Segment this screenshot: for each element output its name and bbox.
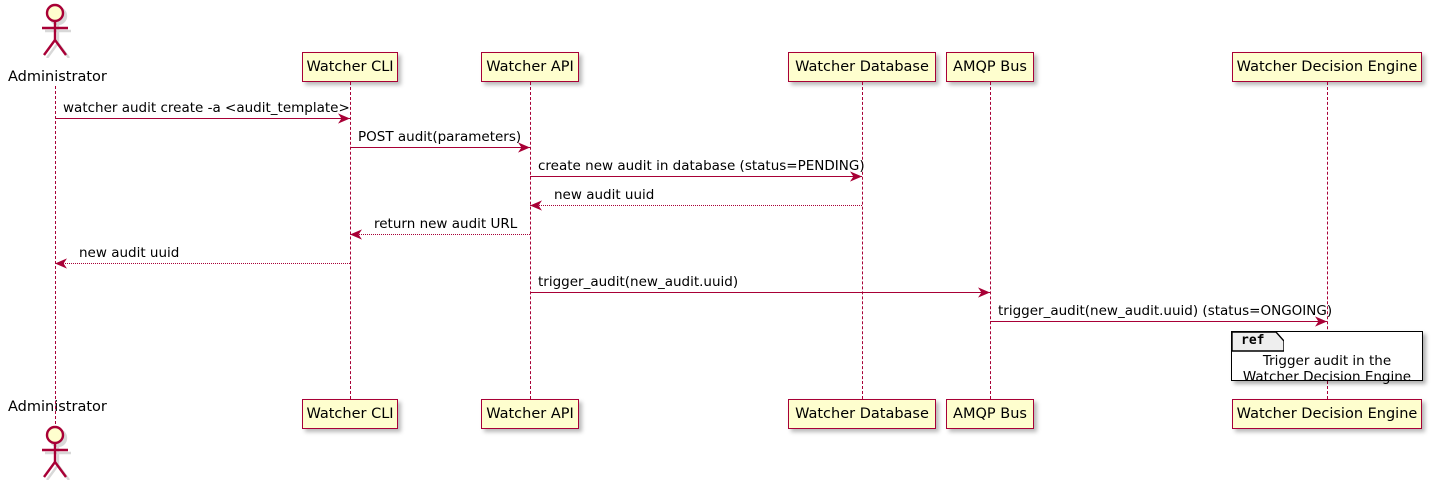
fragment-ref-tab-label: ref [1241, 333, 1265, 348]
message-line [350, 147, 530, 148]
actor-label-top: Administrator [8, 69, 107, 85]
message-line [55, 263, 350, 264]
participant-cli-top[interactable]: Watcher CLI [302, 52, 398, 82]
arrow-head-left [530, 200, 542, 211]
fragment-ref-tab: ref [1232, 332, 1284, 352]
participant-label: Watcher CLI [306, 405, 394, 422]
actor-administrator-bottom [32, 424, 78, 480]
participant-label: AMQP Bus [953, 58, 1027, 75]
arrow-head-right [518, 142, 530, 153]
participant-amqp-bottom[interactable]: AMQP Bus [946, 399, 1034, 429]
message-line [530, 205, 862, 206]
participant-label: Watcher CLI [306, 58, 394, 75]
message-line [350, 234, 530, 235]
arrow-head-right [338, 113, 350, 124]
message-label: new audit uuid [554, 186, 655, 203]
message-label: POST audit(parameters) [358, 128, 522, 145]
arrow-head-left [55, 258, 67, 269]
participant-api-bottom[interactable]: Watcher API [481, 399, 579, 429]
message-label: create new audit in database (status=PEN… [538, 157, 865, 174]
message-label: trigger_audit(new_audit.uuid) [538, 273, 739, 290]
participant-label: AMQP Bus [953, 405, 1027, 422]
participant-label: Watcher Decision Engine [1236, 58, 1418, 75]
fragment-ref-line-2: Watcher Decision Engine [1242, 369, 1412, 385]
message-label: trigger_audit(new_audit.uuid) (status=ON… [998, 302, 1333, 319]
participant-amqp-top[interactable]: AMQP Bus [946, 52, 1034, 82]
message-label: watcher audit create -a <audit_template> [63, 99, 350, 116]
participant-label: Watcher Database [795, 405, 929, 422]
lifeline-cli [350, 82, 351, 399]
participant-label: Watcher Database [795, 58, 929, 75]
participant-cli-bottom[interactable]: Watcher CLI [302, 399, 398, 429]
participant-label: Watcher API [486, 405, 574, 422]
participant-database-top[interactable]: Watcher Database [788, 52, 936, 82]
participant-engine-top[interactable]: Watcher Decision Engine [1232, 52, 1422, 82]
fragment-ref-line-1: Trigger audit in the [1262, 353, 1392, 369]
message-line [55, 118, 350, 119]
lifeline-amqp [990, 82, 991, 399]
lifeline-database [862, 82, 863, 399]
lifeline-engine [1327, 82, 1328, 399]
message-line [530, 176, 862, 177]
message-label: new audit uuid [79, 244, 180, 261]
arrow-head-left [350, 229, 362, 240]
arrow-head-right [978, 287, 990, 298]
participant-api-top[interactable]: Watcher API [481, 52, 579, 82]
lifeline-api [530, 82, 531, 399]
lifeline-administrator [55, 86, 56, 424]
arrow-head-right [850, 171, 862, 182]
actor-label-bottom: Administrator [8, 399, 107, 415]
participant-engine-bottom[interactable]: Watcher Decision Engine [1232, 399, 1422, 429]
actor-administrator-top [32, 2, 78, 58]
message-label: return new audit URL [374, 215, 518, 232]
message-line [530, 292, 990, 293]
message-line [990, 321, 1327, 322]
arrow-head-right [1315, 316, 1327, 327]
participant-label: Watcher API [486, 58, 574, 75]
participant-label: Watcher Decision Engine [1236, 405, 1418, 422]
participant-database-bottom[interactable]: Watcher Database [788, 399, 936, 429]
